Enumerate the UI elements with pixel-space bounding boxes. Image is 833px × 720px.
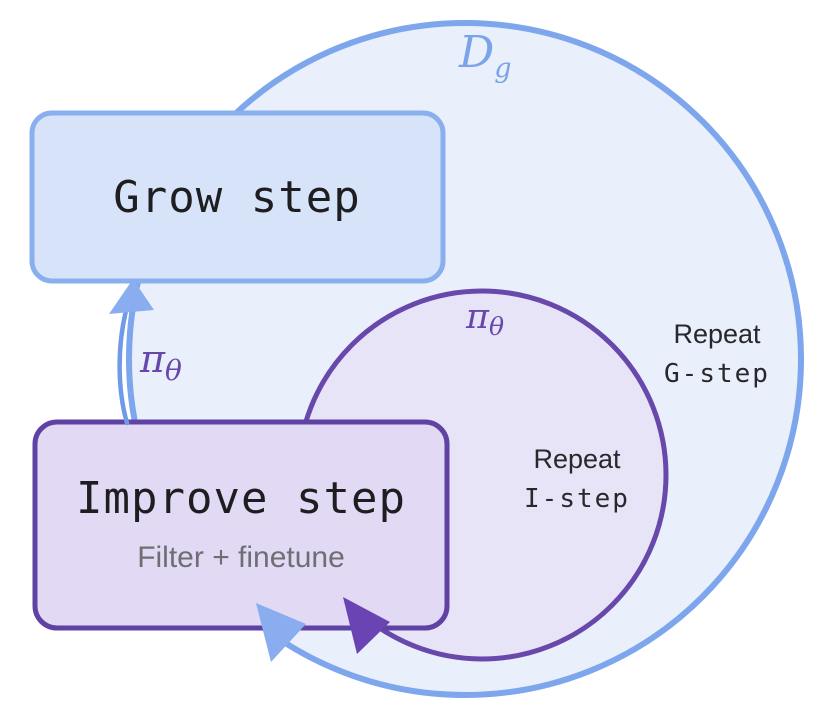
dataset-symbol-main: D	[458, 27, 494, 78]
policy-update-arrow	[117, 300, 131, 426]
grow-step-label: Grow step	[113, 172, 360, 223]
inner-policy-symbol-label: πθ	[465, 297, 504, 341]
arrow-policy-symbol-label: πθ	[139, 337, 182, 387]
repeat-i-step-line2: I-step	[524, 484, 630, 514]
repeat-g-step-line1: Repeat	[673, 319, 761, 349]
improve-step-label: Improve step	[76, 473, 406, 524]
arrow-policy-symbol-sub: θ	[165, 354, 182, 387]
inner-loop-arrowhead-icon	[343, 597, 390, 654]
arrow-policy-symbol-main: π	[139, 337, 166, 381]
dataset-symbol-sub: g	[494, 53, 511, 84]
repeat-g-step-line2: G-step	[664, 359, 770, 389]
grow-step-box	[29, 110, 446, 284]
improve-step-box	[32, 419, 450, 631]
outer-loop-arrowhead-icon	[256, 603, 306, 662]
improve-step-sublabel: Filter + finetune	[137, 541, 345, 574]
dataset-symbol-label: Dg	[458, 27, 512, 84]
policy-update-arrowhead-icon	[109, 279, 154, 314]
inner-policy-symbol-sub: θ	[489, 312, 504, 341]
inner-policy-symbol-main: π	[465, 297, 490, 337]
repeat-i-step-line1: Repeat	[533, 444, 621, 474]
